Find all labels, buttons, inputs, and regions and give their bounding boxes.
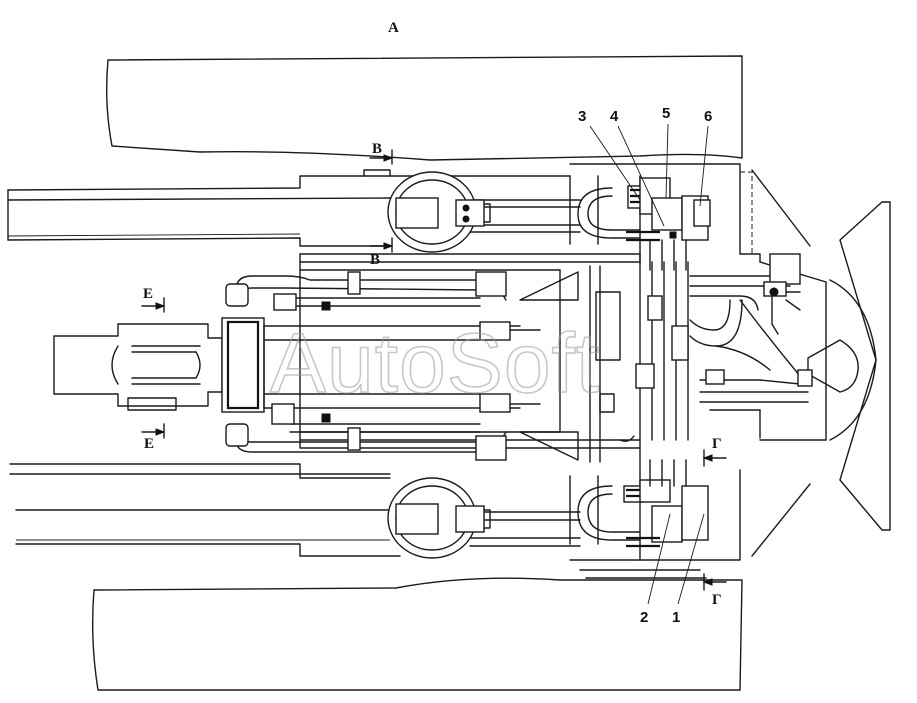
hose-routing <box>225 271 541 461</box>
right-hitch-section <box>569 163 891 579</box>
watermark: AutoSoft <box>270 316 600 410</box>
callout-4: 4 <box>610 108 665 227</box>
section-label-b-bottom: В <box>370 252 380 268</box>
lower-track-pad <box>91 577 743 691</box>
section-marker-g-top: Г <box>702 436 727 467</box>
section-label-b-top: В <box>372 141 382 157</box>
section-marker-b-top: В <box>369 141 394 165</box>
section-label-g-bottom: Г <box>712 592 722 608</box>
left-cylinder-assembly <box>53 317 521 413</box>
callout-1: 1 <box>672 513 705 626</box>
callout-6: 6 <box>699 108 712 207</box>
callout-label-5: 5 <box>662 105 670 122</box>
upper-wheel <box>387 171 491 253</box>
view-label-group: А <box>388 20 399 36</box>
section-label-g-top: Г <box>712 436 722 452</box>
upper-boom-rails <box>7 169 641 263</box>
cross-shafts <box>619 261 689 443</box>
upper-track-pad <box>105 55 743 161</box>
callout-2: 2 <box>640 513 671 626</box>
right-hydraulic-lines <box>689 253 813 439</box>
section-marker-e-bottom: Е <box>141 423 166 452</box>
callout-label-6: 6 <box>704 108 712 125</box>
view-label: А <box>388 20 399 36</box>
upper-actuator-group <box>577 177 711 271</box>
lower-boom-rails <box>9 439 641 557</box>
section-marker-g-bottom: Г <box>702 573 727 608</box>
section-marker-e-top: Е <box>141 286 166 313</box>
callout-5: 5 <box>662 105 670 199</box>
lower-wheel <box>387 477 491 559</box>
section-label-e-top: Е <box>143 286 153 302</box>
section-marker-b-bottom: В <box>369 237 394 268</box>
callout-label-1: 1 <box>672 609 680 626</box>
callout-label-3: 3 <box>578 108 586 125</box>
callout-3: 3 <box>578 108 641 201</box>
callout-label-4: 4 <box>610 108 619 125</box>
section-label-e-bottom: Е <box>144 436 154 452</box>
callout-label-2: 2 <box>640 609 648 626</box>
lower-actuator-group <box>577 459 709 548</box>
